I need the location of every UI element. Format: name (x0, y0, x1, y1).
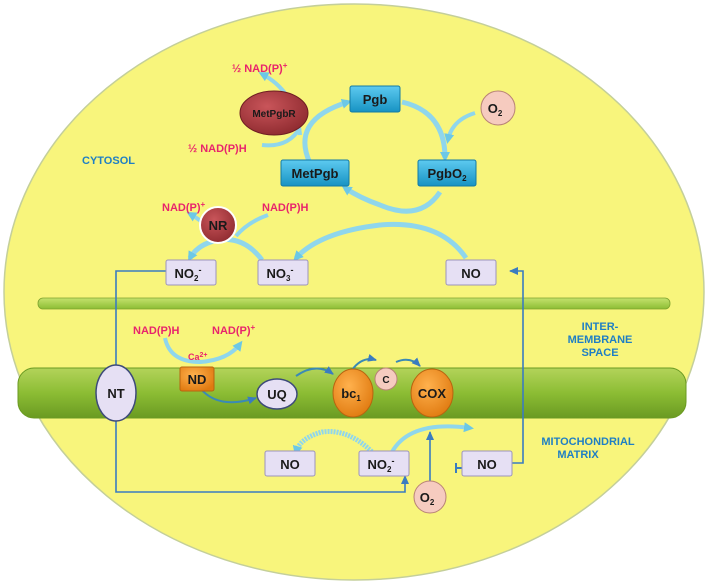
nr-nadph-label: NAD(P)H (262, 202, 308, 214)
metpgbr-label: MetPgbR (252, 109, 296, 120)
intermembrane-label-1: INTER- (582, 321, 619, 333)
no-export-line (509, 267, 524, 464)
arrow-metpgb-to-pgb (302, 99, 352, 165)
metpgb-box (280, 159, 350, 187)
o2-label-cytosol: O2 (488, 101, 503, 118)
nd-box (179, 366, 215, 392)
metpgb-label: MetPgb (292, 166, 339, 181)
no-label-matrix-left: NO (280, 457, 300, 472)
cytosol-label: CYTOSOL (82, 155, 135, 167)
arrow-no2-to-no-matrix (292, 429, 378, 458)
o2-circle-matrix (413, 480, 447, 514)
nt-label: NT (107, 386, 124, 401)
nitrite-box-matrix (358, 450, 410, 477)
o2-circle-cytosol (480, 90, 516, 126)
arrow-nadph-in (261, 126, 302, 148)
calcium-label: Ca2+ (188, 352, 208, 362)
arrow-nd-to-uq (199, 387, 257, 405)
nitrite-label-matrix: NO2- (368, 456, 395, 474)
no-label-matrix-right: NO (477, 457, 497, 472)
o2-label-matrix: O2 (420, 490, 435, 507)
cytosol-ellipse (3, 3, 705, 581)
metpgbr-ellipse (239, 90, 309, 136)
nitrite-box-cytosol (165, 259, 217, 286)
pgb-label: Pgb (363, 92, 388, 107)
uq-label: UQ (267, 387, 287, 402)
arrow-bc1-to-c (351, 353, 377, 371)
arrow-no-to-no3 (293, 221, 469, 261)
arrow-pgbo2-to-metpgb (341, 185, 443, 214)
cytochrome-c-label: C (382, 375, 389, 386)
bc1-label: bc1 (341, 386, 361, 403)
nr-circle (199, 206, 237, 244)
cox-label: COX (418, 386, 447, 401)
nr-label: NR (209, 218, 228, 233)
matrix-label-1: MITOCHONDRIAL (541, 436, 635, 448)
half-nadp-plus-label: ½ NAD(P)+ (232, 61, 288, 75)
arrow-nd-nadph (163, 337, 243, 365)
no-box-cytosol (445, 259, 497, 286)
uq-ellipse (256, 378, 298, 410)
bc1-ellipse (332, 368, 374, 418)
arrow-c-to-cox (395, 357, 421, 367)
pgbo2-box (417, 159, 477, 187)
no-label-cytosol: NO (461, 266, 481, 281)
nitrate-box (257, 259, 309, 286)
pgbo2-label: PgbO2 (427, 166, 467, 183)
nt-ellipse (95, 364, 137, 422)
no-inhibition-line (455, 463, 462, 473)
nitrate-label: NO3- (267, 265, 294, 283)
intermembrane-label-2: MEMBRANE (568, 334, 633, 346)
outer-membrane (37, 297, 671, 310)
nitrite-transport-line (115, 270, 409, 493)
arrow-no2-to-cox (390, 422, 474, 454)
cytochrome-c-circle (374, 367, 398, 391)
nd-nadph-label: NAD(P)H (133, 325, 179, 337)
arrow-pgb-to-pgbo2 (401, 99, 450, 162)
intermembrane-label-3: SPACE (581, 347, 618, 359)
arrow-o2-in (444, 111, 476, 144)
nd-nadp-plus-label: NAD(P)+ (212, 323, 256, 337)
no-box-matrix-left (264, 450, 316, 477)
nitrite-label-cytosol: NO2- (175, 265, 202, 283)
cox-ellipse (410, 368, 454, 418)
half-nadph-label: ½ NAD(P)H (188, 143, 247, 155)
pgb-box (349, 85, 401, 113)
arrow-uq-to-bc1 (295, 366, 334, 377)
nr-nadp-plus-label: NAD(P)+ (162, 200, 206, 214)
no-box-matrix-right (461, 450, 513, 477)
arrow-nadph-nr (234, 213, 269, 238)
matrix-label-2: MATRIX (557, 449, 599, 461)
nd-label: ND (188, 372, 207, 387)
